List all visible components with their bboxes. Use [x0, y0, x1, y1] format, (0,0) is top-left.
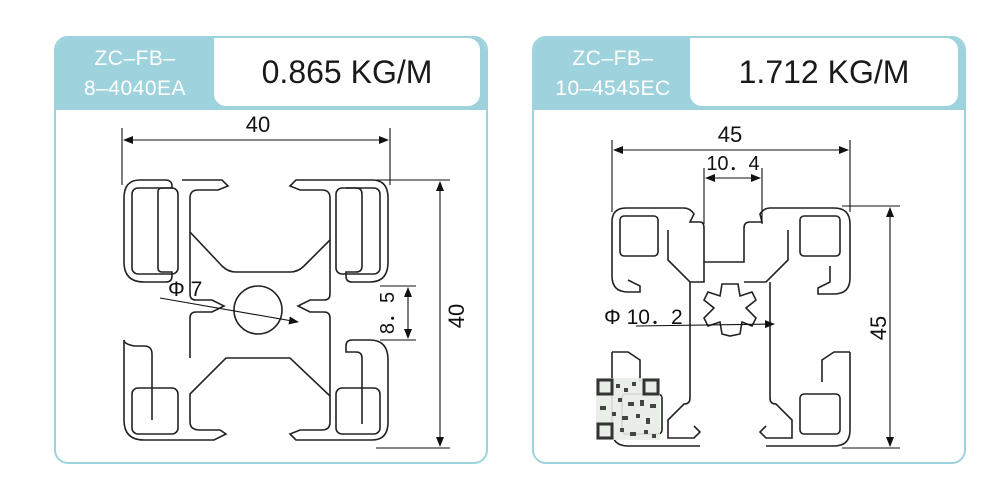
profile-card-4040: ZC–FB– 8–4040EA 0.865 KG/M [54, 36, 488, 464]
profile-card-4545: ZC–FB– 10–4545EC 1.712 KG/M [532, 36, 966, 464]
profile-code-line2: 10–4545EC [555, 77, 671, 100]
profile-code: ZC–FB– 10–4545EC [534, 38, 692, 110]
profile-code-line1: ZC–FB– [94, 47, 176, 70]
profile-code-line2: 8–4040EA [83, 77, 187, 100]
profile-code: ZC–FB– 8–4040EA [56, 38, 214, 110]
profile-weight: 0.865 KG/M [214, 38, 480, 106]
profile-code-line1: ZC–FB– [572, 47, 654, 70]
card-header: ZC–FB– 10–4545EC 1.712 KG/M [534, 38, 964, 110]
card-header: ZC–FB– 8–4040EA 0.865 KG/M [56, 38, 486, 110]
profile-weight: 1.712 KG/M [690, 38, 958, 106]
